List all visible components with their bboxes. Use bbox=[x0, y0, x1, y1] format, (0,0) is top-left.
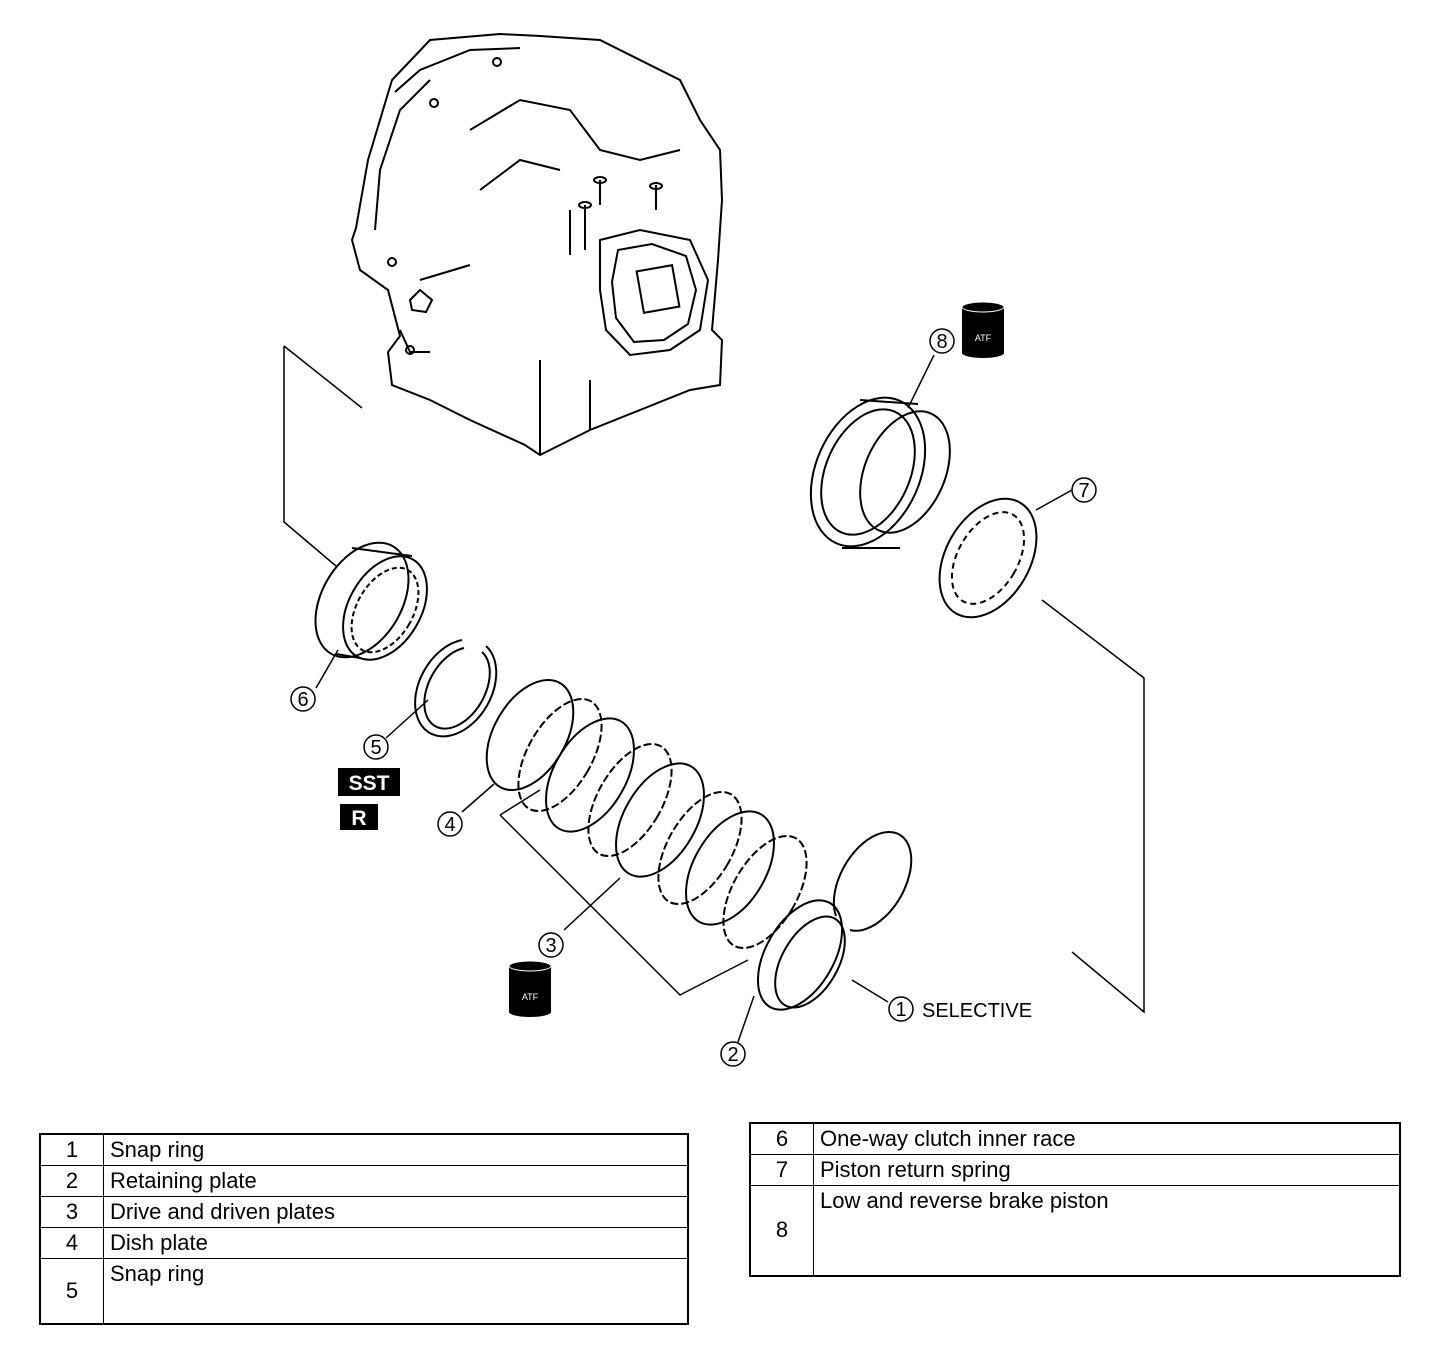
snap-ring-part-5 bbox=[414, 639, 498, 738]
svg-text:8: 8 bbox=[936, 331, 947, 353]
atf-can-icon-top: ATF bbox=[961, 301, 1005, 358]
svg-text:ATF: ATF bbox=[975, 333, 992, 343]
part-number: 7 bbox=[749, 1154, 814, 1186]
svg-text:6: 6 bbox=[297, 689, 308, 711]
part-name: Piston return spring bbox=[813, 1154, 1401, 1186]
part-number: 6 bbox=[749, 1122, 814, 1155]
callout-circle-6: 6 bbox=[290, 686, 316, 712]
svg-text:5: 5 bbox=[370, 737, 381, 759]
callout-circle-4: 4 bbox=[437, 811, 463, 837]
part-number: 4 bbox=[39, 1227, 104, 1259]
part-number: 8 bbox=[749, 1185, 814, 1276]
part-name: One-way clutch inner race bbox=[813, 1122, 1401, 1155]
plates-stack bbox=[485, 679, 913, 1011]
svg-text:SST: SST bbox=[349, 772, 390, 795]
return-spring-part-7 bbox=[938, 497, 1038, 619]
part-name: Drive and driven plates bbox=[103, 1196, 689, 1228]
callout-circle-8: 8 bbox=[929, 328, 955, 354]
part-name: Low and reverse brake piston bbox=[813, 1185, 1401, 1276]
svg-text:7: 7 bbox=[1078, 480, 1089, 502]
part-number: 1 bbox=[39, 1133, 104, 1166]
part-number: 3 bbox=[39, 1196, 104, 1228]
svg-text:3: 3 bbox=[545, 935, 556, 957]
svg-text:R: R bbox=[351, 807, 366, 830]
part-number: 5 bbox=[39, 1258, 104, 1325]
part-name: Retaining plate bbox=[103, 1165, 689, 1197]
part-name: Snap ring bbox=[103, 1133, 689, 1166]
transaxle-case bbox=[350, 32, 724, 457]
part-name: Dish plate bbox=[103, 1227, 689, 1259]
callout-circle-3: 3 bbox=[538, 932, 564, 958]
part-number: 2 bbox=[39, 1165, 104, 1197]
exploded-view-diagram: 8 7 6 5 4 3 2 1 SELECTIVE SST R bbox=[283, 32, 1145, 1067]
sst-badge: SST bbox=[338, 768, 400, 796]
callout-leaders bbox=[315, 354, 1073, 1043]
selective-label: SELECTIVE bbox=[922, 1000, 1032, 1022]
brake-piston-part-8 bbox=[809, 396, 951, 549]
svg-text:2: 2 bbox=[727, 1044, 738, 1066]
callout-circle-2: 2 bbox=[720, 1041, 746, 1067]
callout-circle-1: 1 bbox=[888, 996, 914, 1022]
callout-circle-5: 5 bbox=[363, 734, 389, 760]
leader-lines bbox=[283, 345, 1145, 1014]
callout-circle-7: 7 bbox=[1071, 477, 1097, 503]
clutch-inner-race-part-6 bbox=[314, 541, 428, 661]
replace-badge: R bbox=[340, 804, 378, 830]
part-name: Snap ring bbox=[103, 1258, 689, 1325]
atf-can-icon-bottom: ATF bbox=[508, 960, 552, 1017]
svg-text:1: 1 bbox=[895, 999, 906, 1021]
svg-text:ATF: ATF bbox=[522, 992, 539, 1002]
svg-text:4: 4 bbox=[444, 814, 455, 836]
